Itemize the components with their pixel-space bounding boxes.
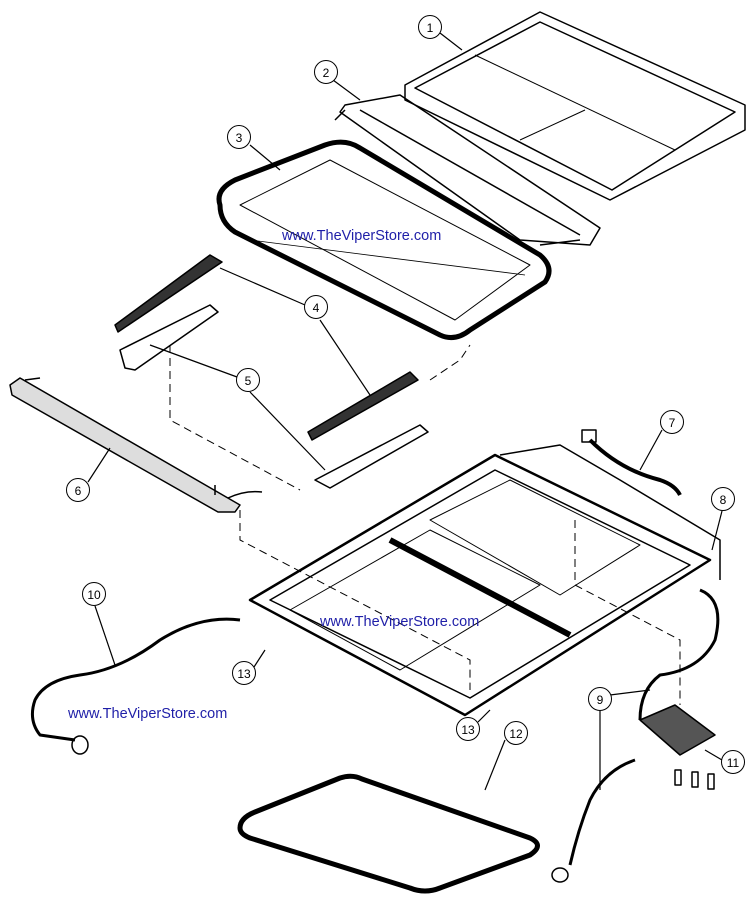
callout-13-left: 13 — [232, 661, 256, 685]
assembly-guide-lines — [169, 344, 681, 705]
rear-drain-hose — [638, 588, 720, 721]
callout-6: 6 — [66, 478, 90, 502]
callout-4: 4 — [304, 295, 328, 319]
wind-deflector — [334, 94, 601, 246]
callout-3: 3 — [227, 125, 251, 149]
watermark-left: www.TheViperStore.com — [68, 706, 228, 722]
callout-10: 10 — [82, 582, 106, 606]
watermark-top: www.TheViperStore.com — [282, 228, 442, 244]
harness-connector — [581, 429, 597, 443]
callout-11: 11 — [721, 750, 745, 774]
callout-8: 8 — [711, 487, 735, 511]
callout-5: 5 — [236, 368, 260, 392]
callout-1: 1 — [418, 15, 442, 39]
guide-brackets — [119, 304, 429, 489]
opening-weatherstrip — [237, 773, 540, 894]
watermark-middle: www.TheViperStore.com — [320, 614, 480, 630]
side-rails — [114, 254, 419, 441]
callout-13-right: 13 — [456, 717, 480, 741]
callout-7: 7 — [660, 410, 684, 434]
drain-hose-lower — [568, 758, 636, 866]
drain-grommet — [71, 735, 89, 755]
glass-seal-frame — [216, 139, 552, 341]
sunroof-frame-assembly — [248, 444, 721, 717]
front-trim — [9, 377, 263, 513]
callout-12: 12 — [504, 721, 528, 745]
front-drain-hose — [30, 617, 241, 742]
sunroof-motor — [639, 704, 716, 790]
sunroof-glass-panel — [404, 11, 746, 201]
callout-9: 9 — [588, 687, 612, 711]
wire-harness — [588, 438, 682, 496]
drain-grommet-rear — [551, 867, 569, 883]
leader-lines — [87, 32, 723, 791]
callout-2: 2 — [314, 60, 338, 84]
